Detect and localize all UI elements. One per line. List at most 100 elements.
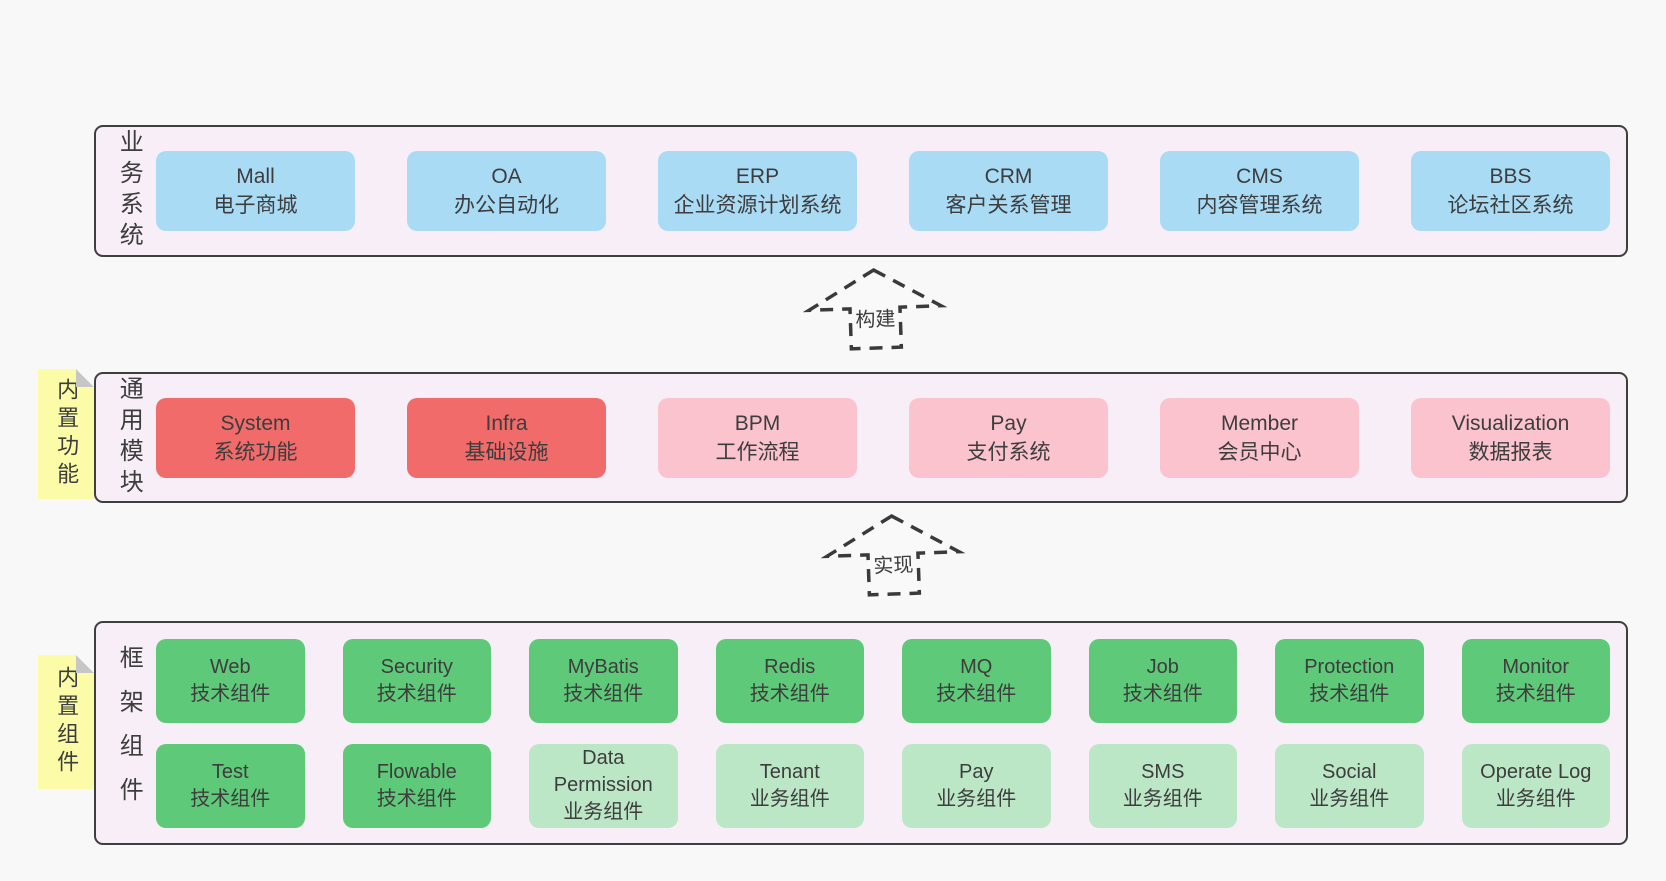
box-social: Social 业务组件 xyxy=(1275,743,1424,828)
section-label-text: 框架组件 xyxy=(115,645,143,821)
box-title: Test xyxy=(211,760,249,783)
box-title: ERP xyxy=(735,165,780,188)
box-title: MQ xyxy=(960,655,993,678)
box-subtitle: 系统功能 xyxy=(213,440,298,464)
sticky-tab-text: 内置组件 xyxy=(54,666,80,778)
box-title: CMS xyxy=(1236,165,1283,188)
module-boxes: System 系统功能 Infra 基础设施 BPM 工作流程 Pay 支付系统… xyxy=(156,397,1610,478)
box-flowable: Flowable 技术组件 xyxy=(342,743,491,828)
box-title: Member xyxy=(1220,411,1299,435)
box-sms: SMS 业务组件 xyxy=(1088,743,1237,828)
box-title: Visualization xyxy=(1451,411,1570,435)
box-title: BBS xyxy=(1489,165,1532,188)
box-cms: CMS 内容管理系统 xyxy=(1160,151,1359,231)
box-subtitle: 技术组件 xyxy=(749,682,830,705)
box-subtitle: 数据报表 xyxy=(1468,440,1553,464)
box-job: Job 技术组件 xyxy=(1088,638,1237,723)
box-title: Protection xyxy=(1304,655,1395,678)
box-subtitle: 业务组件 xyxy=(936,787,1017,810)
box-member: Member 会员中心 xyxy=(1160,397,1359,478)
box-subtitle: 基础设施 xyxy=(464,440,549,464)
box-title: Pay xyxy=(990,411,1027,435)
box-title: Security xyxy=(380,655,453,678)
box-mybatis: MyBatis 技术组件 xyxy=(529,638,678,723)
box-pay-module: Pay 支付系统 xyxy=(909,397,1108,478)
box-title: Data Permission xyxy=(553,747,653,796)
box-web: Web 技术组件 xyxy=(156,638,305,723)
box-subtitle: 技术组件 xyxy=(376,682,457,705)
box-protection: Protection 技术组件 xyxy=(1275,638,1424,723)
box-title: Infra xyxy=(485,411,528,435)
build-arrow: 构建 xyxy=(802,264,949,355)
box-bpm: BPM 工作流程 xyxy=(658,397,857,478)
box-subtitle: 技术组件 xyxy=(1495,682,1576,705)
section-label-text: 通用模块 xyxy=(115,375,143,500)
business-boxes: Mall 电子商城 OA 办公自动化 ERP 企业资源计划系统 CRM 客户关系… xyxy=(156,151,1610,231)
box-subtitle: 业务组件 xyxy=(749,787,830,810)
box-subtitle: 企业资源计划系统 xyxy=(673,194,842,217)
box-title: CRM xyxy=(984,165,1033,188)
box-mq: MQ 技术组件 xyxy=(902,638,1051,723)
box-subtitle: 工作流程 xyxy=(715,440,800,464)
box-title: OA xyxy=(491,165,522,188)
box-pay-component: Pay 业务组件 xyxy=(902,743,1051,828)
box-title: BPM xyxy=(734,411,781,435)
box-mall: Mall 电子商城 xyxy=(156,151,355,231)
box-title: Redis xyxy=(764,655,816,678)
common-modules-section: 通用模块 System 系统功能 Infra 基础设施 BPM 工作流程 Pay… xyxy=(94,372,1628,503)
box-subtitle: 业务组件 xyxy=(1309,787,1390,810)
box-subtitle: 业务组件 xyxy=(1495,787,1576,810)
box-security: Security 技术组件 xyxy=(342,638,491,723)
box-test: Test 技术组件 xyxy=(156,743,305,828)
sticky-tab-built-in-components: 内置组件 xyxy=(38,655,94,789)
box-title: Job xyxy=(1146,655,1179,678)
box-oa: OA 办公自动化 xyxy=(407,151,606,231)
box-title: MyBatis xyxy=(567,655,639,678)
sticky-tab-text: 内置功能 xyxy=(54,378,80,490)
box-subtitle: 办公自动化 xyxy=(454,194,559,217)
framework-components-section: 框架组件 Web 技术组件 Security 技术组件 MyBatis 技术组件… xyxy=(94,621,1628,845)
box-title: System xyxy=(220,411,291,435)
box-title: Web xyxy=(209,655,251,678)
business-systems-section: 业务系统 Mall 电子商城 OA 办公自动化 ERP 企业资源计划系统 CRM… xyxy=(94,125,1628,257)
box-redis: Redis 技术组件 xyxy=(715,638,864,723)
box-title: Flowable xyxy=(376,760,457,783)
box-title: Tenant xyxy=(759,760,820,783)
section-label-modules: 通用模块 xyxy=(108,376,148,500)
box-tenant: Tenant 业务组件 xyxy=(715,743,864,828)
box-subtitle: 支付系统 xyxy=(966,440,1051,464)
framework-row-1: Web 技术组件 Security 技术组件 MyBatis 技术组件 Redi… xyxy=(156,638,1610,723)
box-subtitle: 技术组件 xyxy=(190,787,271,810)
box-infra: Infra 基础设施 xyxy=(407,397,606,478)
implement-arrow: 实现 xyxy=(820,510,967,601)
box-title: Monitor xyxy=(1502,655,1570,678)
section-label-framework: 框架组件 xyxy=(108,645,148,821)
box-title: SMS xyxy=(1141,760,1185,783)
box-subtitle: 内容管理系统 xyxy=(1196,194,1323,217)
box-operate-log: Operate Log 业务组件 xyxy=(1461,743,1610,828)
box-subtitle: 技术组件 xyxy=(1309,682,1390,705)
box-system: System 系统功能 xyxy=(156,397,355,478)
box-title: Social xyxy=(1322,760,1377,783)
box-crm: CRM 客户关系管理 xyxy=(909,151,1108,231)
box-monitor: Monitor 技术组件 xyxy=(1461,638,1610,723)
box-subtitle: 业务组件 xyxy=(1122,787,1203,810)
box-subtitle: 客户关系管理 xyxy=(945,194,1072,217)
box-title: Mall xyxy=(236,165,275,188)
sticky-tab-built-in-functions: 内置功能 xyxy=(38,369,94,499)
box-subtitle: 业务组件 xyxy=(563,801,644,823)
box-subtitle: 技术组件 xyxy=(1122,682,1203,705)
box-erp: ERP 企业资源计划系统 xyxy=(658,151,857,231)
build-arrow-label: 构建 xyxy=(851,307,899,333)
folded-corner-icon xyxy=(76,369,94,387)
framework-rows: Web 技术组件 Security 技术组件 MyBatis 技术组件 Redi… xyxy=(156,638,1610,828)
box-title: Operate Log xyxy=(1480,760,1592,783)
box-subtitle: 技术组件 xyxy=(563,682,644,705)
framework-row-2: Test 技术组件 Flowable 技术组件 Data Permission … xyxy=(156,743,1610,828)
folded-corner-icon xyxy=(76,655,94,673)
section-label-text: 业务系统 xyxy=(115,129,143,253)
box-subtitle: 论坛社区系统 xyxy=(1447,194,1574,217)
box-subtitle: 会员中心 xyxy=(1217,440,1302,464)
box-data-permission: Data Permission 业务组件 xyxy=(529,743,678,828)
section-label-business: 业务系统 xyxy=(108,129,148,253)
